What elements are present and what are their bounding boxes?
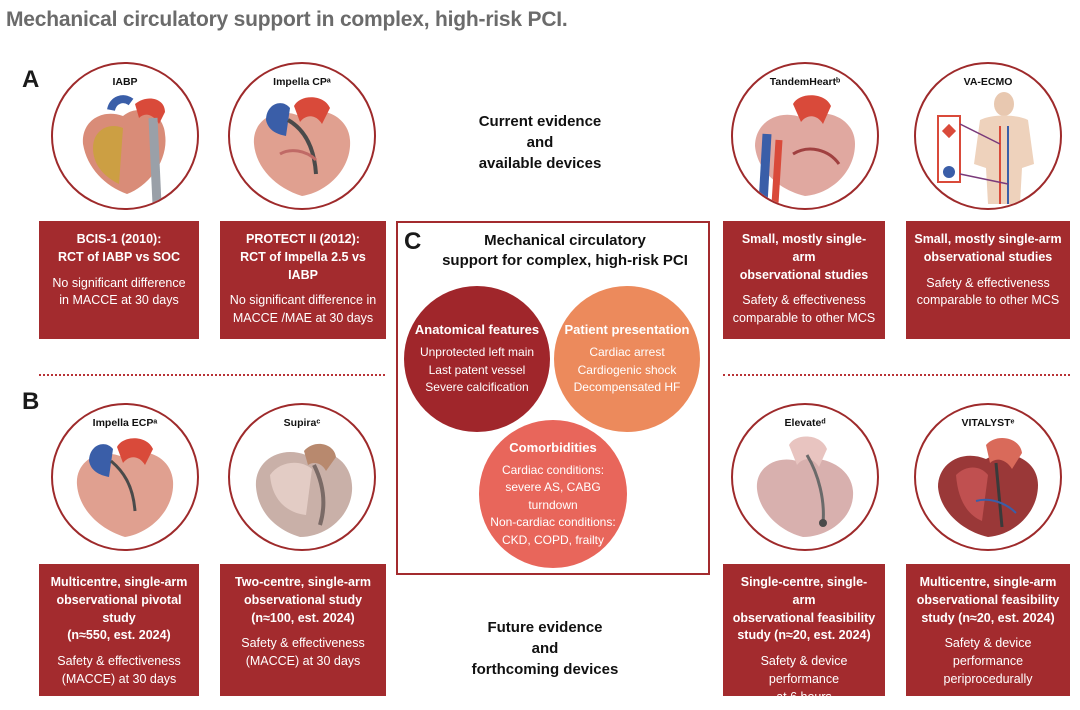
heart-illustration [756,436,854,537]
anatomical-features-circle: Anatomical features Unprotected left mai… [404,286,550,432]
evidence-box-tandemheart: Small, mostly single-arm observational s… [723,221,885,339]
device-label: Impella ECPᵃ [92,417,158,429]
current-evidence-label: Current evidence and available devices [478,113,602,172]
separator-left [39,374,385,376]
device-circle-iabp: IABP [51,62,199,210]
heart-illustration [755,95,855,205]
evidence-box-elevate: Single-centre, single-arm observational … [723,564,885,704]
panel-c-heading: Mechanical circulatory support for compl… [442,232,688,269]
future-evidence-label: Future evidence and forthcoming devices [471,619,619,678]
panel-a-letter: A [22,66,40,93]
separator-right [723,374,1070,376]
evidence-box-vitalyst: Multicentre, single-arm observational fe… [906,564,1070,696]
device-label: Supiraᶜ [283,417,321,429]
heart-illustration [82,95,166,205]
device-circle-impella-cp: Impella CPᵃ [228,62,376,210]
figure-title: Mechanical circulatory support in comple… [6,8,568,31]
device-circle-impella-ecp: Impella ECPᵃ [51,403,199,551]
evidence-box-impella-ecp: Multicentre, single-arm observational pi… [39,564,199,696]
comorbidities-circle: Comorbidities Cardiac conditions: severe… [479,420,627,568]
device-label: TandemHeartᵇ [769,76,841,88]
device-circle-supira: Supiraᶜ [228,403,376,551]
heart-illustration [253,97,351,196]
evidence-box-iabp: BCIS-1 (2010): RCT of IABP vs SOC No sig… [39,221,199,339]
heart-illustration [255,443,353,537]
device-circle-vitalyst: VITALYSTᵉ [914,403,1062,551]
device-label: VA-ECMO [963,76,1013,88]
device-circle-va-ecmo: VA-ECMO [914,62,1062,210]
device-circle-tandemheart: TandemHeartᵇ [731,62,879,210]
panel-c-letter: C [404,228,422,255]
evidence-box-impella-cp: PROTECT II (2012): RCT of Impella 2.5 vs… [220,221,386,339]
evidence-box-supira: Two-centre, single-arm observational stu… [220,564,386,696]
device-circle-elevate: Elevateᵈ [731,403,879,551]
heart-illustration [76,438,174,537]
body-illustration [937,92,1034,204]
evidence-box-va-ecmo: Small, mostly single-arm observational s… [906,221,1070,339]
device-label: VITALYSTᵉ [961,417,1015,429]
device-label: Elevateᵈ [784,417,826,429]
patient-presentation-circle: Patient presentation Cardiac arrest Card… [554,286,700,432]
device-label: Impella CPᵃ [273,76,331,88]
panel-b-letter: B [22,388,40,415]
heart-illustration [938,438,1038,537]
device-label: IABP [112,76,138,88]
